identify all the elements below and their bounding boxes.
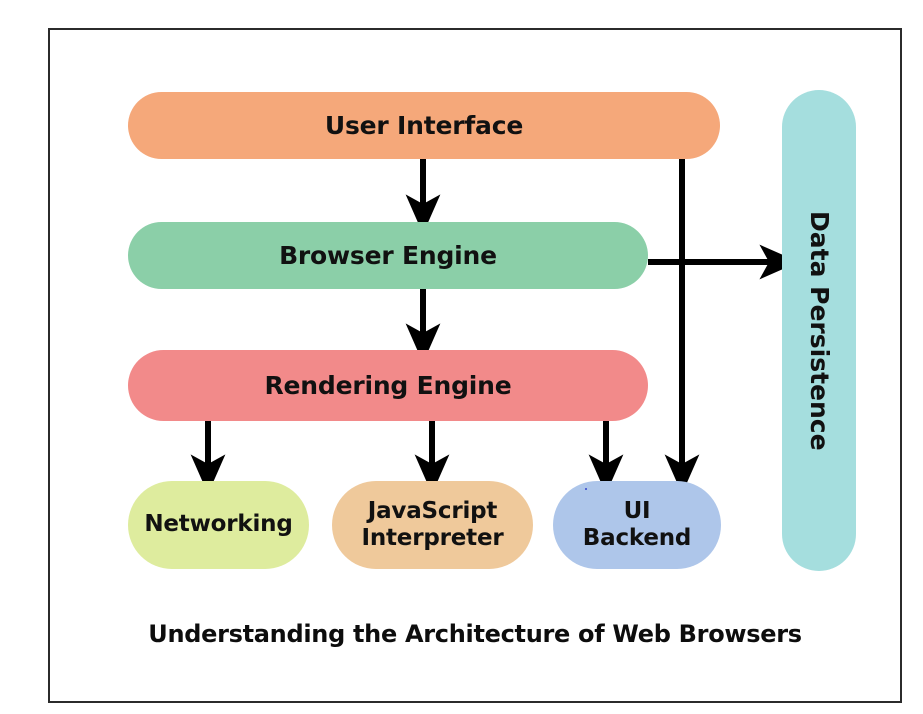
node-rendering-engine-label: Rendering Engine (264, 370, 512, 400)
node-ui-backend[interactable]: UI Backend (553, 481, 721, 569)
node-networking-label: Networking (144, 511, 293, 538)
artifact-dot (585, 488, 587, 490)
node-browser-engine[interactable]: Browser Engine (128, 222, 648, 289)
node-rendering-engine[interactable]: Rendering Engine (128, 350, 648, 421)
node-javascript-interpreter[interactable]: JavaScript Interpreter (332, 481, 533, 569)
node-data-persistence-label: Data Persistence (804, 210, 834, 451)
node-browser-engine-label: Browser Engine (279, 240, 497, 270)
node-data-persistence[interactable]: Data Persistence (782, 90, 856, 571)
node-user-interface-label: User Interface (324, 110, 524, 140)
node-user-interface[interactable]: User Interface (128, 92, 720, 159)
node-javascript-interpreter-label: JavaScript Interpreter (361, 497, 504, 551)
node-networking[interactable]: Networking (128, 481, 309, 569)
diagram-caption: Understanding the Architecture of Web Br… (148, 620, 802, 648)
node-ui-backend-label: UI Backend (582, 497, 692, 551)
